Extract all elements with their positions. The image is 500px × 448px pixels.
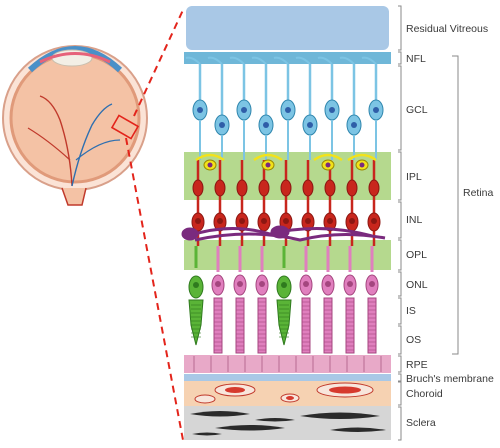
rod-cell — [211, 246, 225, 354]
rod-cell — [321, 246, 335, 354]
bruchs-membrane-layer — [184, 374, 391, 381]
ganglion-cell — [229, 56, 252, 160]
rod-cell — [343, 246, 357, 354]
zoom-line-top — [133, 9, 184, 117]
cone-cell — [276, 246, 292, 346]
label-inl: INL — [406, 214, 423, 226]
rod-cell — [299, 246, 313, 354]
ganglion-cell — [273, 56, 296, 160]
cone-cell — [188, 246, 204, 346]
rod-cell — [233, 246, 247, 354]
label-gcl: GCL — [406, 104, 428, 116]
ganglion-cell — [207, 56, 230, 160]
amacrine-cell — [347, 153, 377, 171]
rpe-layer — [184, 355, 391, 373]
layer-brackets — [398, 5, 459, 441]
ganglion-cell — [295, 56, 318, 160]
label-is: IS — [406, 305, 416, 317]
label-opl: OPL — [406, 249, 428, 261]
bipolar-cell — [323, 160, 337, 246]
zoom-box-icon — [110, 114, 140, 140]
vitreous-layer — [186, 6, 389, 50]
ganglion-cell — [317, 56, 340, 160]
bipolar-cell — [213, 160, 227, 246]
rod-cell — [365, 246, 379, 354]
ganglion-cells — [185, 56, 384, 160]
label-os: OS — [406, 334, 422, 346]
photoreceptor-cells — [188, 246, 379, 354]
choroid-vessels — [194, 382, 374, 404]
label-onl: ONL — [406, 279, 428, 291]
sclera-fibers — [190, 411, 386, 436]
ganglion-cell — [339, 56, 362, 160]
ganglion-cell — [251, 56, 274, 160]
amacrine-cell — [313, 153, 343, 171]
bipolar-cell — [301, 160, 315, 246]
bipolar-cell — [235, 160, 249, 246]
rod-cell — [255, 246, 269, 354]
label-residual-vitreous: Residual Vitreous — [406, 23, 489, 35]
nfl-layer — [184, 52, 391, 64]
label-nfl: NFL — [406, 53, 426, 65]
horizontal-cells — [181, 225, 386, 242]
eye-cross-section-icon — [2, 45, 148, 206]
ganglion-cell — [185, 56, 208, 160]
label-bruchs-membrane: Bruch's membrane — [406, 373, 494, 385]
bipolar-cell — [367, 160, 381, 246]
label-choroid: Choroid — [406, 388, 443, 400]
label-sclera: Sclera — [406, 417, 436, 429]
amacrine-cells — [195, 153, 377, 171]
rpe-cells — [193, 356, 382, 372]
label-rpe: RPE — [406, 359, 428, 371]
label-ipl: IPL — [406, 171, 422, 183]
amacrine-cell — [195, 153, 225, 171]
label-retina: Retina — [463, 187, 494, 199]
amacrine-cell — [253, 153, 283, 171]
ganglion-cell — [361, 56, 384, 160]
opl-layer — [184, 240, 391, 270]
zoom-line-bottom — [125, 137, 184, 441]
